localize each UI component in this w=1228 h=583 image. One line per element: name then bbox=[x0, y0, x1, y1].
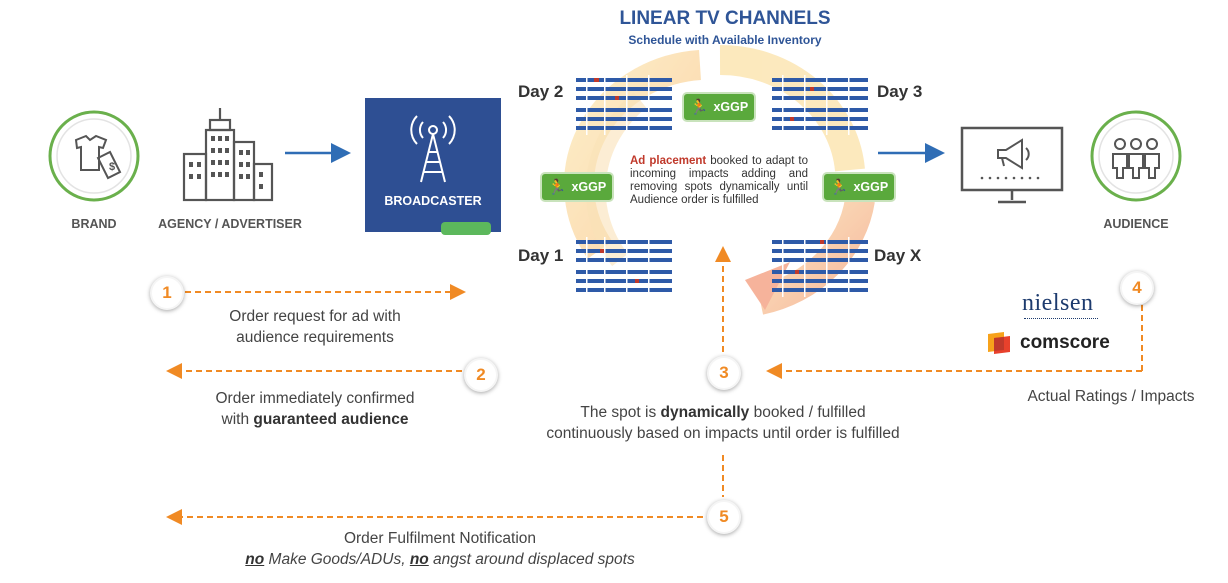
step-5-note: Order Fulfilment Notification no Make Go… bbox=[245, 530, 635, 568]
schedule-grid-day1 bbox=[576, 240, 672, 292]
comscore-logo: comscore bbox=[1020, 332, 1110, 353]
runner-icon: 🏃 bbox=[547, 179, 567, 196]
buildings-icon bbox=[182, 108, 274, 202]
brand-icon: $ bbox=[48, 110, 140, 202]
brand-label: BRAND bbox=[71, 217, 117, 231]
broadcaster-label: BROADCASTER bbox=[384, 194, 482, 208]
step-4-note: Actual Ratings / Impacts bbox=[1027, 388, 1195, 405]
step-1-badge: 1 bbox=[150, 276, 184, 310]
diagram-subtitle: Schedule with Available Inventory bbox=[628, 33, 822, 47]
diagram-title: LINEAR TV CHANNELS bbox=[619, 8, 831, 29]
nielsen-logo: nielsen bbox=[1022, 290, 1094, 316]
step-5-badge: 5 bbox=[707, 500, 741, 534]
megaphone-icon bbox=[997, 138, 1030, 170]
ad-placement-note: Ad placement booked to adapt to incoming… bbox=[630, 155, 808, 206]
comscore-mark-icon bbox=[988, 332, 1010, 354]
svg-text:$: $ bbox=[109, 161, 115, 173]
xggp-badge: 🏃xGGP bbox=[682, 92, 756, 122]
step-4-badge: 4 bbox=[1120, 271, 1154, 305]
day-x-label: Day X bbox=[874, 246, 922, 265]
audience-label: AUDIENCE bbox=[1103, 217, 1169, 231]
runner-icon: 🏃 bbox=[829, 179, 849, 196]
schedule-grid-day3 bbox=[772, 78, 868, 130]
nielsen-underline bbox=[1024, 318, 1098, 319]
runner-icon: 🏃 bbox=[689, 99, 709, 116]
xggp-badge: 🏃xGGP bbox=[540, 172, 614, 202]
schedule-grid-day2 bbox=[576, 78, 672, 130]
step-2-note: Order immediately confirmed with guarant… bbox=[215, 390, 415, 428]
step-3-badge: 3 bbox=[707, 356, 741, 390]
tv-screen-icon bbox=[960, 126, 1064, 204]
xggp-badge: 🏃xGGP bbox=[822, 172, 896, 202]
broadcaster-box: BROADCASTER bbox=[365, 98, 501, 235]
step-2-badge: 2 bbox=[464, 358, 498, 392]
day-3-label: Day 3 bbox=[877, 82, 923, 101]
step-3-note: The spot is dynamically booked / fulfill… bbox=[546, 404, 900, 442]
agency-label: AGENCY / ADVERTISER bbox=[158, 217, 302, 231]
audience-icon bbox=[1090, 110, 1182, 202]
schedule-grid-dayx bbox=[772, 240, 868, 292]
step-1-note: Order request for ad with audience requi… bbox=[229, 308, 401, 346]
day-1-label: Day 1 bbox=[518, 246, 564, 265]
broadcaster-status-pill bbox=[441, 222, 491, 235]
day-2-label: Day 2 bbox=[518, 82, 564, 101]
broadcast-tower-icon bbox=[410, 115, 456, 183]
